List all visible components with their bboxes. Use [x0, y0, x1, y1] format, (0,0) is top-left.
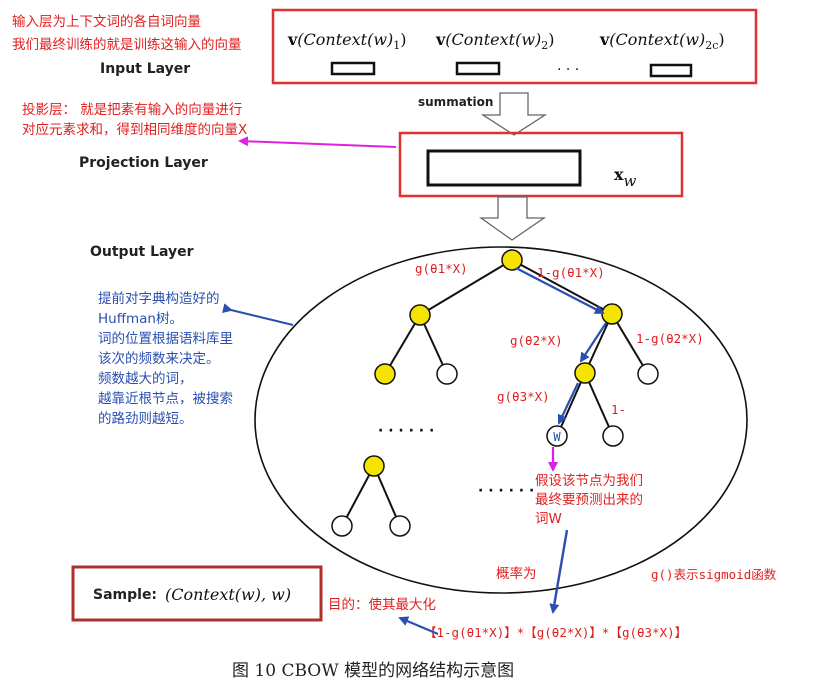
tree-leaf-node	[637, 363, 659, 385]
context-vector-2c: v(Context(w)2c)	[599, 30, 725, 52]
sigmoid-note: g()表示sigmoid函数	[651, 567, 777, 582]
projection-vector-box	[426, 149, 582, 187]
tree-internal-node	[409, 304, 431, 326]
summation-arrow	[480, 92, 548, 136]
probability-arrow	[549, 529, 569, 614]
huffman-note-line: 越靠近根节点，被搜索	[98, 391, 233, 407]
projection-arrow	[478, 196, 547, 241]
figure-caption: 图 10 CBOW 模型的网络结构示意图	[232, 661, 514, 681]
summation-label: summation	[418, 95, 493, 109]
tree-leaf-node	[602, 425, 624, 447]
tree-edge	[584, 372, 614, 437]
huffman-note-line: 的路劲则越短。	[98, 411, 193, 427]
huffman-note-line: Huffman树。	[98, 311, 183, 327]
edge-label-1-g3: 1-	[611, 402, 626, 417]
tree-edge	[556, 372, 586, 437]
input-vector-box-2c	[649, 63, 693, 78]
projection-pointer-arrow	[238, 136, 397, 148]
tree-internal-node	[374, 363, 396, 385]
tree-edge	[419, 259, 513, 316]
tree-edge	[373, 465, 401, 527]
context-vector-2: v(Context(w)2)	[435, 30, 555, 52]
input-ellipsis: · · ·	[557, 62, 579, 78]
input-layer-label: Input Layer	[100, 61, 190, 77]
tree-root-node	[501, 249, 523, 271]
tree-edge	[584, 313, 613, 374]
input-note-line1: 输入层为上下文词的各自词向量	[12, 14, 201, 30]
probability-label: 概率为	[496, 565, 537, 582]
projection-layer-label: Projection Layer	[79, 155, 208, 171]
goal-arrow	[398, 616, 439, 636]
output-tree-ellipse	[254, 246, 748, 594]
probability-formula: 【1-g(θ1*X)】*【g(θ2*X)】*【g(θ3*X)】	[424, 625, 687, 640]
tree-leaf-node	[436, 363, 458, 385]
target-note-line: 词W	[535, 511, 562, 527]
input-vector-box-1	[330, 61, 376, 76]
tree-leaf-node	[331, 515, 353, 537]
edge-label-g1: g(θ1*X)	[415, 261, 468, 276]
tree-leaf-node	[389, 515, 411, 537]
huffman-note-line: 频数越大的词，	[98, 371, 193, 387]
input-note-line2: 我们最终训练的就是训练这输入的向量	[12, 36, 242, 53]
edge-label-g2: g(θ2*X)	[510, 333, 563, 348]
projection-xw: xw	[614, 165, 637, 190]
tree-internal-node	[601, 303, 623, 325]
edge-label-g3: g(θ3*X)	[497, 389, 550, 404]
projection-note-line1: 投影层： 就是把素有输入的向量进行	[22, 102, 242, 118]
path-arrow	[557, 382, 579, 425]
path-arrow	[579, 322, 607, 363]
edge-label-1-g2: 1-g(θ2*X)	[636, 331, 704, 346]
sample-math: (Context(w), w)	[165, 585, 291, 604]
tree-edge	[384, 314, 421, 375]
projection-note-line2: 对应元素求和，得到相同维度的向量X	[22, 121, 247, 138]
projection-layer-frame	[398, 131, 684, 198]
sample-frame	[71, 565, 323, 622]
target-leaf-label: W	[553, 430, 561, 444]
goal-note: 目的：使其最大化	[328, 596, 436, 613]
tree-edge	[419, 314, 448, 375]
context-vector-1: v(Context(w)1)	[287, 30, 407, 52]
target-leaf-node-w	[546, 425, 568, 447]
sample-label: Sample:	[93, 587, 157, 603]
target-note-line: 最终要预测出来的	[535, 492, 643, 508]
tree-internal-node	[363, 455, 385, 477]
huffman-note-line: 词的位置根据语料库里	[98, 331, 233, 347]
output-layer-label: Output Layer	[90, 244, 194, 260]
input-layer-frame	[271, 8, 758, 85]
path-arrow	[515, 267, 605, 314]
tree-internal-node	[574, 362, 596, 384]
tree-dots-left: · · · · · ·	[378, 423, 434, 439]
huffman-note: 提前对字典构造好的 Huffman树。 词的位置根据语料库里 该次的频数来决定。…	[98, 290, 233, 427]
input-vector-box-2	[455, 61, 501, 76]
edge-label-1-g1: 1-g(θ1*X)	[537, 265, 605, 280]
tree-dots-right: · · · · · ·	[478, 483, 534, 499]
huffman-note-line: 提前对字典构造好的	[98, 290, 220, 307]
tree-edge	[611, 313, 649, 375]
huffman-note-line: 该次的频数来决定。	[98, 351, 220, 367]
huffman-note-arrow	[222, 303, 294, 326]
tree-edge	[341, 465, 375, 527]
target-note-line: 假设该节点为我们	[535, 473, 643, 489]
